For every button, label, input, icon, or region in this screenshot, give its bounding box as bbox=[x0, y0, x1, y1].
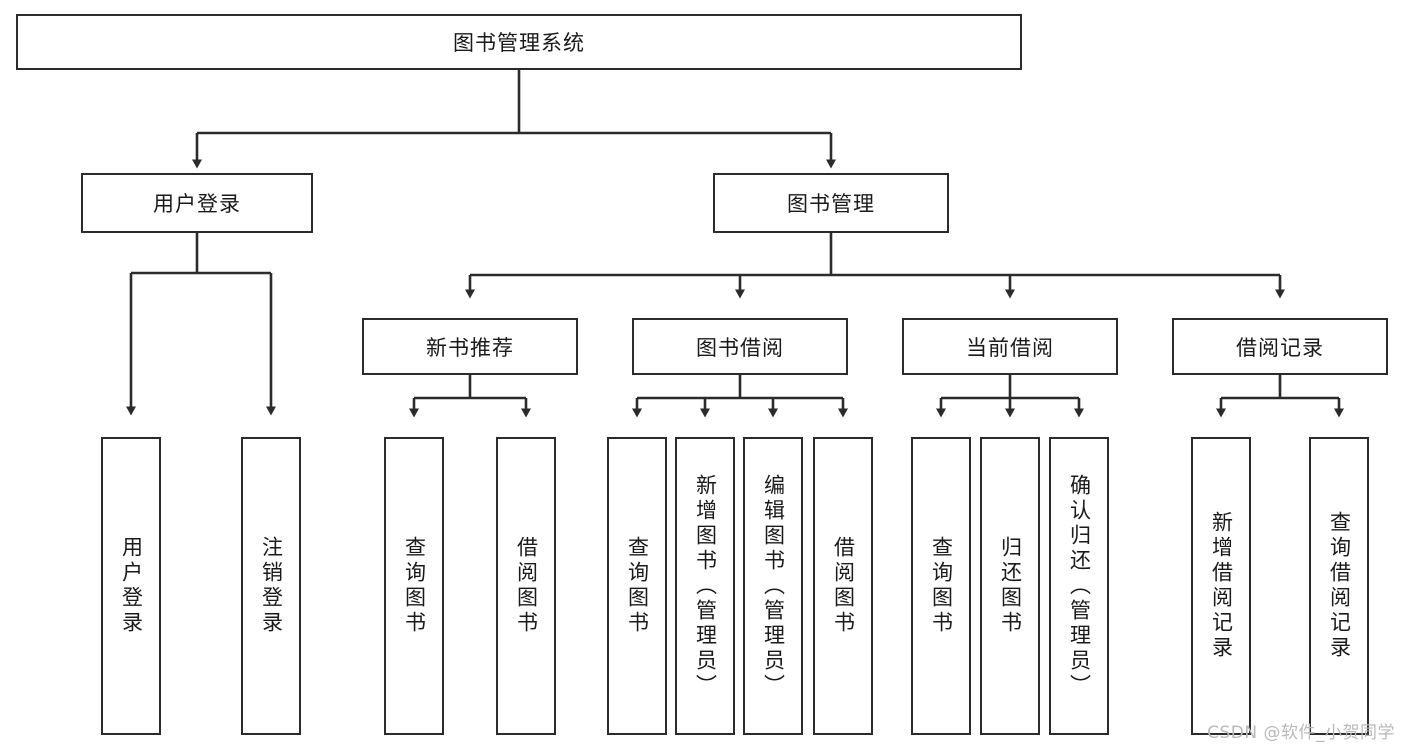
node-leaf-borrow-book-1[interactable]: 借阅图书 bbox=[496, 437, 556, 735]
node-book-borrow[interactable]: 图书借阅 bbox=[632, 318, 848, 375]
node-root[interactable]: 图书管理系统 bbox=[16, 14, 1022, 70]
node-borrow-record[interactable]: 借阅记录 bbox=[1172, 318, 1388, 375]
node-leaf-add-book-label: 新增图书（管理员） bbox=[693, 473, 718, 699]
node-leaf-logout[interactable]: 注销登录 bbox=[241, 437, 301, 735]
node-leaf-edit-book-label: 编辑图书（管理员） bbox=[761, 473, 786, 699]
node-leaf-logout-label: 注销登录 bbox=[259, 536, 284, 636]
node-leaf-borrow-book-2-label: 借阅图书 bbox=[831, 536, 856, 636]
node-leaf-user-login[interactable]: 用户登录 bbox=[101, 437, 161, 735]
node-leaf-user-login-label: 用户登录 bbox=[119, 536, 144, 636]
node-book-manage-label: 图书管理 bbox=[787, 192, 875, 216]
node-leaf-query-book-1[interactable]: 查询图书 bbox=[384, 437, 444, 735]
node-current-borrow[interactable]: 当前借阅 bbox=[902, 318, 1118, 375]
node-leaf-add-book[interactable]: 新增图书（管理员） bbox=[675, 437, 735, 735]
node-current-borrow-label: 当前借阅 bbox=[966, 335, 1054, 360]
node-leaf-edit-book[interactable]: 编辑图书（管理员） bbox=[743, 437, 803, 735]
node-leaf-query-book-3-label: 查询图书 bbox=[929, 536, 954, 636]
csdn-watermark: CSDN @软件_小贺同学 bbox=[1207, 723, 1395, 743]
node-leaf-add-record[interactable]: 新增借阅记录 bbox=[1191, 437, 1251, 735]
node-leaf-query-record[interactable]: 查询借阅记录 bbox=[1309, 437, 1369, 735]
node-leaf-borrow-book-2[interactable]: 借阅图书 bbox=[813, 437, 873, 735]
node-user-login-label: 用户登录 bbox=[153, 192, 241, 216]
node-leaf-query-record-label: 查询借阅记录 bbox=[1327, 511, 1352, 661]
node-leaf-confirm-return[interactable]: 确认归还（管理员） bbox=[1049, 437, 1109, 735]
node-user-login[interactable]: 用户登录 bbox=[81, 173, 313, 233]
node-leaf-query-book-1-label: 查询图书 bbox=[402, 536, 427, 636]
node-new-book-rec-label: 新书推荐 bbox=[426, 335, 514, 360]
node-leaf-confirm-return-label: 确认归还（管理员） bbox=[1067, 473, 1092, 699]
node-leaf-return-book[interactable]: 归还图书 bbox=[980, 437, 1040, 735]
node-leaf-add-record-label: 新增借阅记录 bbox=[1209, 511, 1234, 661]
node-borrow-record-label: 借阅记录 bbox=[1236, 335, 1324, 360]
node-book-borrow-label: 图书借阅 bbox=[696, 335, 784, 360]
node-leaf-query-book-3[interactable]: 查询图书 bbox=[911, 437, 971, 735]
node-book-manage[interactable]: 图书管理 bbox=[713, 173, 949, 233]
node-leaf-borrow-book-1-label: 借阅图书 bbox=[514, 536, 539, 636]
node-leaf-return-book-label: 归还图书 bbox=[998, 536, 1023, 636]
node-leaf-query-book-2-label: 查询图书 bbox=[625, 536, 650, 636]
node-new-book-rec[interactable]: 新书推荐 bbox=[362, 318, 578, 375]
node-leaf-query-book-2[interactable]: 查询图书 bbox=[607, 437, 667, 735]
node-root-label: 图书管理系统 bbox=[453, 31, 585, 55]
